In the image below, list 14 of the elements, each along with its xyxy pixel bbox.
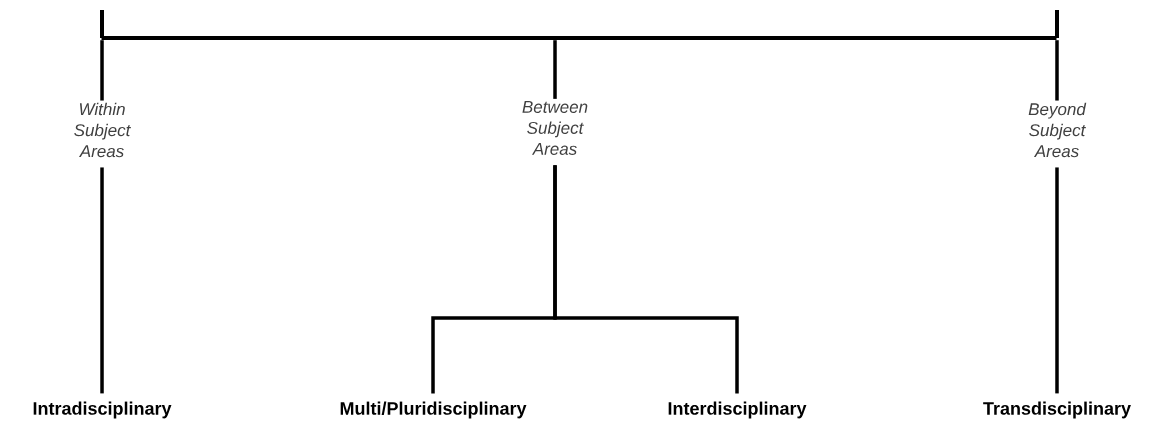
discipline-label: Multi/Pluridisciplinary	[340, 401, 527, 419]
connector-line	[553, 40, 557, 99]
discipline-label: Interdisciplinary	[668, 401, 807, 419]
category-label: Beyond Subject Areas	[1028, 102, 1087, 158]
category-label: Within Subject Areas	[74, 102, 131, 158]
connector-line	[553, 165, 739, 394]
discipline-label: Intradisciplinary	[33, 401, 172, 419]
discipline-label: Transdisciplinary	[983, 401, 1131, 419]
category-label: Between Subject Areas	[522, 101, 588, 155]
bracket-bar	[101, 36, 1057, 40]
connector-line	[1055, 40, 1059, 101]
connector-line	[100, 40, 104, 101]
connector-line	[100, 167, 104, 394]
connector-line	[1055, 167, 1059, 394]
